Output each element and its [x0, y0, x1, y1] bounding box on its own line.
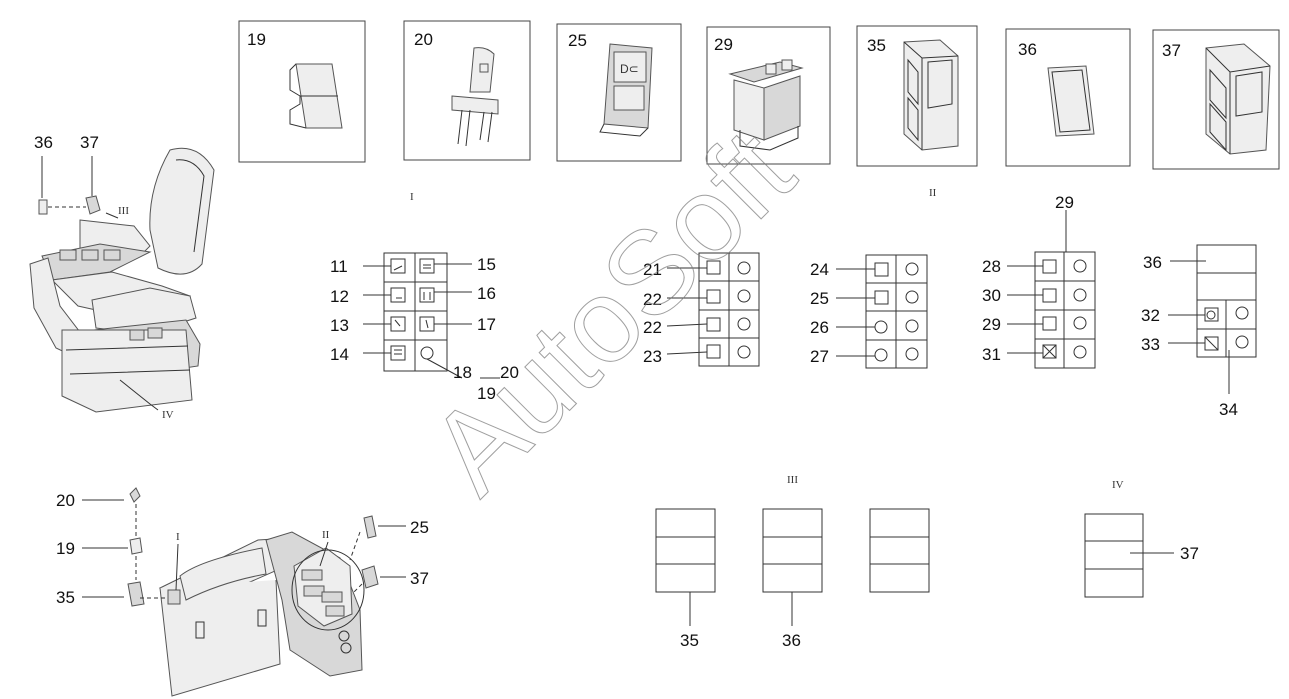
switch-panel-ii-c: 29 28 30 29 31: [982, 193, 1096, 369]
callout-label: 24: [810, 260, 829, 279]
thumbnail-36: 36: [1005, 28, 1131, 167]
section-marker-i: I: [410, 191, 414, 203]
frame-group-iv: 37: [1084, 513, 1199, 598]
callout-label: 20: [500, 363, 519, 382]
thumbnail-29: 29: [706, 26, 831, 165]
callout-label: 35: [680, 631, 699, 650]
switch-symbol-icon: [1204, 306, 1249, 351]
rocker-cap-icon: [129, 537, 143, 555]
thumbnail-35: 35: [856, 25, 978, 167]
thumbnail-label: 29: [714, 35, 733, 54]
seat-marker-iv: IV: [162, 409, 174, 421]
callout-label: 17: [477, 315, 496, 334]
callout-label: 27: [810, 347, 829, 366]
console-callouts: 20 19 35 25 37: [56, 487, 429, 607]
callout-label: 37: [1180, 544, 1199, 563]
thumbnail-20: 20: [403, 20, 531, 161]
callout-label: 19: [56, 539, 75, 558]
bulb-holder-icon: [129, 487, 141, 503]
thumbnail-label: 20: [414, 30, 433, 49]
callout-label: 12: [330, 287, 349, 306]
switch-symbol-icon: [390, 258, 435, 361]
switch-panel-i: 11 12 13 14 15 16 17 18 19 20: [330, 252, 519, 403]
callout-label: 22: [643, 318, 662, 337]
thumbnail-label: 36: [1018, 40, 1037, 59]
callout-label: 31: [982, 345, 1001, 364]
callout-label: 37: [410, 569, 429, 588]
section-marker-iv: IV: [1112, 479, 1124, 491]
svg-text:D⊂: D⊂: [620, 62, 639, 76]
callout-label: 29: [1055, 193, 1074, 212]
thumbnail-19: 19: [238, 20, 366, 163]
callout-label: 26: [810, 318, 829, 337]
switch-housing-icon: [728, 59, 804, 151]
callout-label: 34: [1219, 400, 1238, 419]
switch-frame-icon: [361, 565, 379, 589]
callout-label: 16: [477, 284, 496, 303]
callout-label: 23: [643, 347, 662, 366]
switch-frame-icon: [85, 195, 101, 215]
callout-label: 14: [330, 345, 349, 364]
callout-label: 37: [80, 133, 99, 152]
bulb-holder-icon: [451, 47, 499, 147]
seat-illustration: III IV: [29, 147, 215, 421]
thumbnail-label: 35: [867, 36, 886, 55]
thumbnail-label: 19: [247, 30, 266, 49]
thumbnail-label: 25: [568, 31, 587, 50]
callout-label: 18: [453, 363, 472, 382]
callout-label: 22: [643, 290, 662, 309]
callout-label: 36: [1143, 253, 1162, 272]
callout-label: 28: [982, 257, 1001, 276]
console-illustration: I II: [158, 529, 365, 697]
thumbnail-label: 37: [1162, 41, 1181, 60]
console-marker-i: I: [176, 531, 180, 543]
callout-label: 35: [56, 588, 75, 607]
blank-plate-icon: [1047, 65, 1095, 137]
console-marker-ii: II: [322, 529, 330, 541]
switch-symbol-icon: [1042, 259, 1087, 359]
callout-label: 15: [477, 255, 496, 274]
switch-panel-ii-b: 24 25 26 27: [810, 254, 928, 369]
blank-plate-icon: [38, 199, 48, 215]
thumbnail-25: 25 D⊂: [556, 23, 682, 162]
switch-frame-icon: [1205, 43, 1271, 155]
section-marker-iii: III: [787, 474, 798, 486]
frame-group-iii: 35 36: [655, 508, 930, 650]
callout-label: 30: [982, 286, 1001, 305]
switch-frame-icon: [903, 39, 959, 151]
section-marker-ii: II: [929, 187, 937, 199]
callout-label: 33: [1141, 335, 1160, 354]
callout-label: 20: [56, 491, 75, 510]
callout-label: 19: [477, 384, 496, 403]
rocker-cap-icon: [289, 63, 343, 129]
callout-label: 21: [643, 260, 662, 279]
switch-panel-ii-d: 36 32 33 34: [1141, 244, 1257, 419]
thumbnail-37: 37: [1152, 29, 1280, 170]
callout-label: 32: [1141, 306, 1160, 325]
switch-panel-ii-a: 21 22 22 23: [643, 252, 760, 367]
switch-frame-icon: [127, 581, 145, 607]
callout-label: 25: [410, 518, 429, 537]
callout-label: 36: [782, 631, 801, 650]
callout-label: 29: [982, 315, 1001, 334]
seat-marker-iii: III: [118, 205, 129, 217]
callout-label: 25: [810, 289, 829, 308]
callout-label: 13: [330, 316, 349, 335]
callout-label: 36: [34, 133, 53, 152]
rocker-switch-icon: D⊂: [599, 43, 653, 137]
seat-callouts: 36 37: [34, 133, 101, 215]
rocker-switch-icon: [363, 515, 377, 539]
callout-label: 11: [330, 257, 348, 276]
